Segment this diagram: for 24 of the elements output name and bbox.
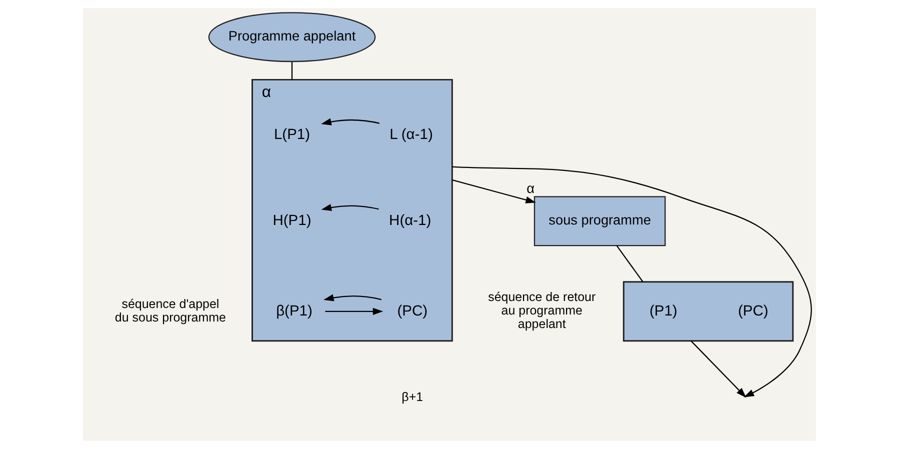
node-label: séquence de retour au programme appelant: [488, 290, 596, 332]
connector: [290, 62, 292, 80]
node-text: H(α-1): [388, 212, 431, 229]
node-label: β+1: [401, 390, 423, 404]
cluster: [622, 281, 794, 342]
node-box: sous programme: [533, 196, 666, 246]
node-ellipse: Programme appelant: [208, 12, 376, 62]
arrow: [320, 204, 378, 211]
node-label: α: [526, 180, 534, 196]
node-label: séquence d'appel du sous programme: [114, 296, 226, 324]
node-text: L(P1): [273, 127, 310, 144]
node-text: (P1): [648, 303, 677, 320]
arrow: [323, 294, 382, 302]
arrow: [452, 166, 812, 398]
arrow: [324, 308, 383, 315]
node-text: L (α-1): [389, 127, 432, 144]
arrow: [320, 118, 380, 126]
node-text: (PC): [396, 303, 428, 320]
arrow: [690, 340, 746, 398]
arrow: [452, 179, 536, 204]
connector: [616, 245, 643, 282]
node-text: H(P1): [272, 212, 311, 229]
node-text: β(P1): [276, 303, 312, 320]
node-text: (PC): [737, 303, 768, 320]
